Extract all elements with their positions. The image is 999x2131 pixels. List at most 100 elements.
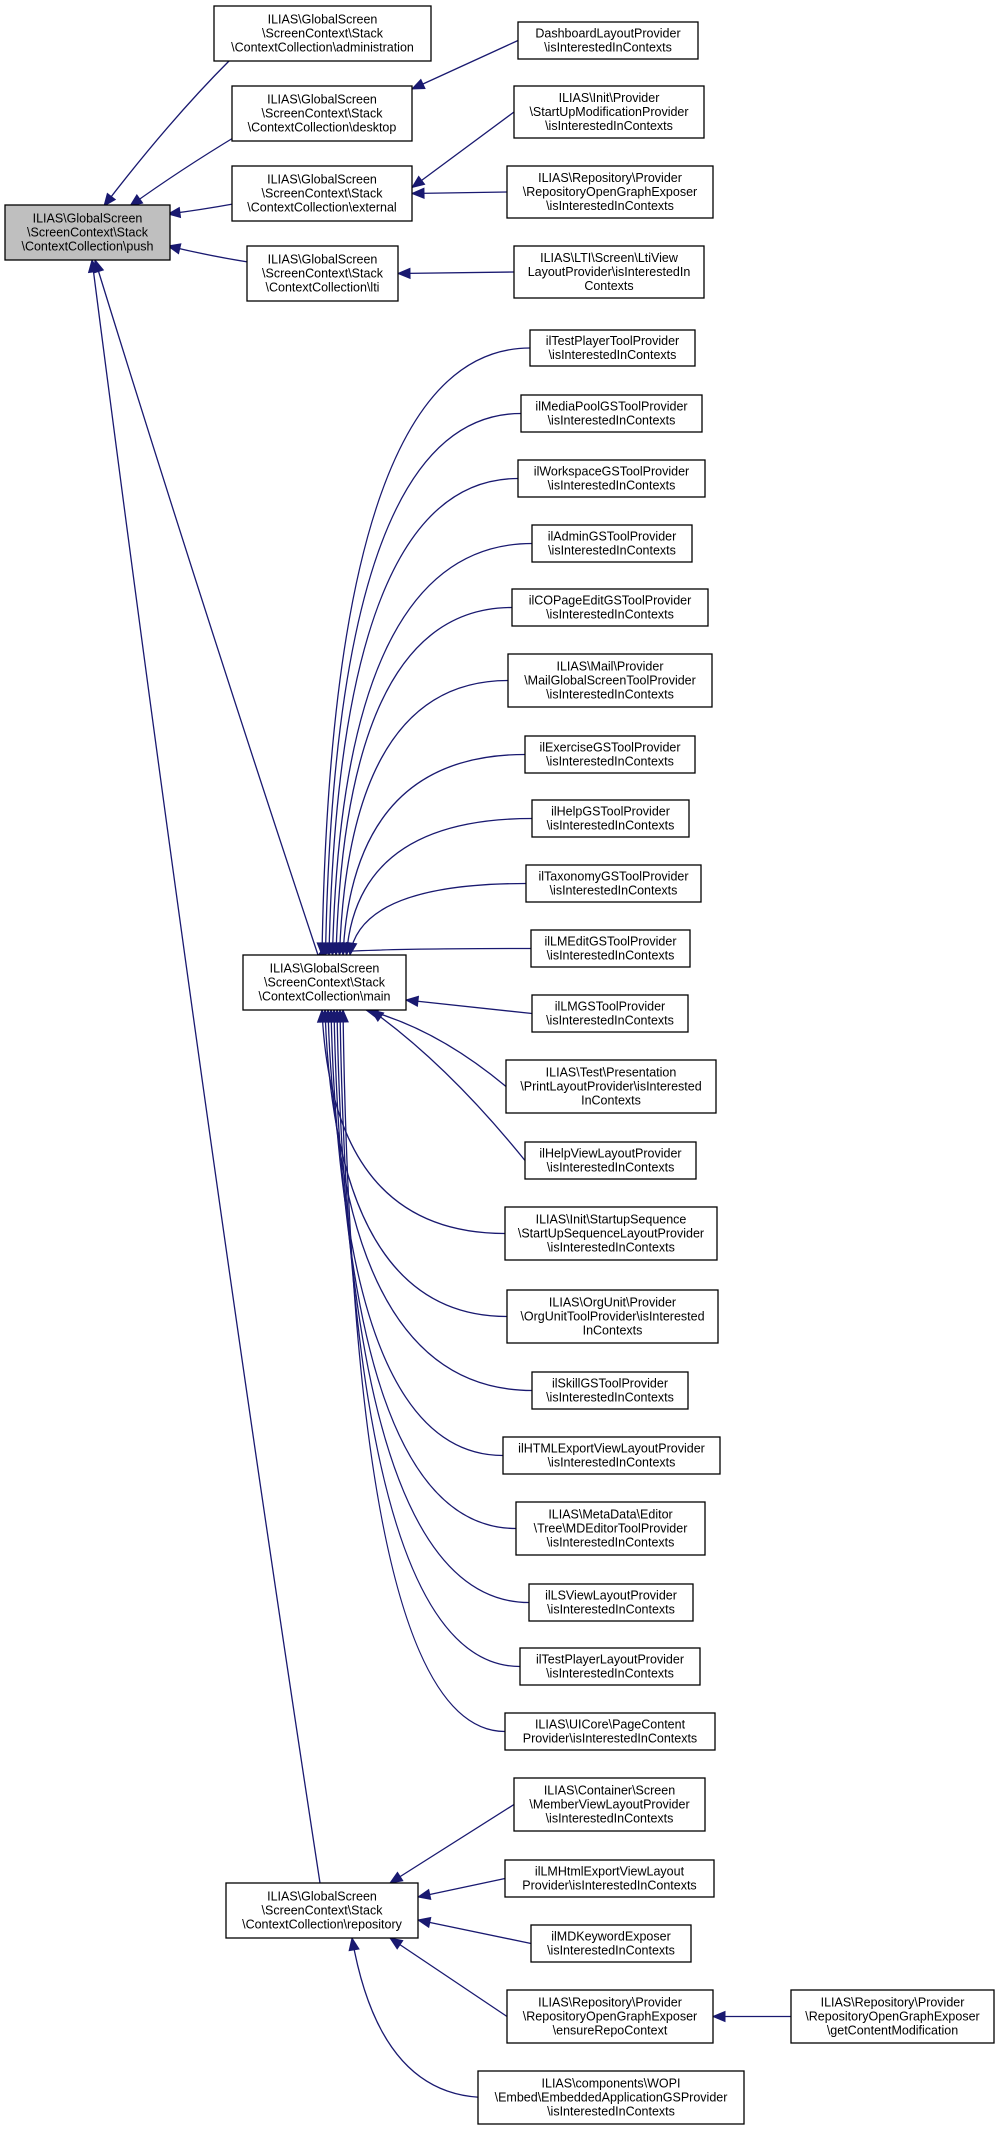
edge-wopi-to-repository-arrowhead	[348, 1936, 360, 1952]
node-label-line: \StartUpModificationProvider	[529, 105, 688, 119]
node-lti[interactable]: ILIAS\GlobalScreen\ScreenContext\Stack\C…	[246, 245, 399, 302]
node-label-line: \ContextCollection\push	[21, 240, 153, 254]
node-startupmod[interactable]: ILIAS\Init\Provider\StartUpModificationP…	[513, 85, 705, 139]
node-repoog2[interactable]: ILIAS\Repository\Provider\RepositoryOpen…	[506, 1989, 714, 2044]
node-mdeditor[interactable]: ILIAS\MetaData\Editor\Tree\MDEditorToolP…	[515, 1501, 706, 1556]
node-label-line: \isInterestedInContexts	[548, 544, 676, 558]
node-workspace[interactable]: ilWorkspaceGSToolProvider\isInterestedIn…	[517, 459, 706, 498]
node-uicore[interactable]: ILIAS\UICore\PageContentProvider\isInter…	[504, 1712, 716, 1751]
node-label-line: ILIAS\GlobalScreen	[268, 253, 378, 267]
node-label-line: DashboardLayoutProvider	[535, 27, 680, 41]
node-box	[524, 735, 696, 774]
node-label-line: ILIAS\components\WOPI	[542, 2077, 681, 2091]
node-mdkeyword[interactable]: ilMDKeywordExposer\isInterestedInContext…	[530, 1924, 692, 1963]
node-administration[interactable]: ILIAS\GlobalScreen\ScreenContext\Stack\C…	[213, 5, 432, 62]
node-testplayerlayout[interactable]: ilTestPlayerLayoutProvider\isInterestedI…	[519, 1647, 701, 1686]
node-box	[225, 1882, 419, 1939]
node-label-line: \isInterestedInContexts	[548, 1456, 676, 1470]
node-label-line: \ScreenContext\Stack	[262, 267, 384, 281]
node-label-line: \isInterestedInContexts	[547, 1603, 675, 1617]
edge-repoog2-to-repository	[389, 1937, 508, 2018]
node-label-line: ILIAS\GlobalScreen	[33, 212, 143, 226]
edge-helpview-to-main	[370, 1009, 526, 1161]
node-label-line: ilWorkspaceGSToolProvider	[534, 465, 689, 479]
edge-startupseq-to-main	[321, 1009, 506, 1235]
node-box	[504, 1859, 715, 1898]
node-box	[530, 929, 691, 968]
node-label-line: \ContextCollection\desktop	[248, 121, 397, 135]
node-push[interactable]: ILIAS\GlobalScreen\ScreenContext\Stack\C…	[4, 204, 171, 261]
node-label-line: \ScreenContext\Stack	[262, 1904, 384, 1918]
edge-mdkeyword-to-repository	[417, 1919, 532, 1945]
node-external[interactable]: ILIAS\GlobalScreen\ScreenContext\Stack\C…	[231, 165, 413, 222]
node-mediapool[interactable]: ilMediaPoolGSToolProvider\isInterestedIn…	[520, 394, 703, 433]
node-label-line: \MailGlobalScreenToolProvider	[524, 674, 696, 688]
node-box	[504, 1712, 716, 1751]
node-label-line: \ensureRepoContext	[553, 2024, 668, 2038]
node-lmedit[interactable]: ilLMEditGSToolProvider\isInterestedInCon…	[530, 929, 691, 968]
node-wopi[interactable]: ILIAS\components\WOPI\Embed\EmbeddedAppl…	[477, 2070, 745, 2125]
node-help[interactable]: ilHelpGSToolProvider\isInterestedInConte…	[531, 799, 690, 838]
node-exercise[interactable]: ilExerciseGSToolProvider\isInterestedInC…	[524, 735, 696, 774]
node-lsview[interactable]: ilLSViewLayoutProvider\isInterestedInCon…	[528, 1583, 694, 1622]
node-label-line: ILIAS\Init\StartupSequence	[536, 1213, 687, 1227]
node-label-line: \MemberViewLayoutProvider	[529, 1798, 689, 1812]
edge-uicore-to-main-arrowhead	[337, 1008, 349, 1023]
node-skill[interactable]: ilSkillGSToolProvider\isInterestedInCont…	[531, 1371, 689, 1410]
edge-dashboard-to-desktop-arrowhead	[410, 78, 426, 90]
edge-uicore-to-main	[342, 1009, 506, 1733]
node-mail[interactable]: ILIAS\Mail\Provider\MailGlobalScreenTool…	[507, 653, 713, 708]
node-box	[504, 1206, 718, 1261]
node-box	[531, 1371, 689, 1410]
edge-testplayerlayout-to-main	[339, 1009, 521, 1668]
node-admin[interactable]: ilAdminGSToolProvider\isInterestedInCont…	[531, 524, 693, 563]
node-htmlexport[interactable]: ilHTMLExportViewLayoutProvider\isInteres…	[502, 1436, 721, 1475]
node-box	[528, 1583, 694, 1622]
node-ltiview[interactable]: ILIAS\LTI\Screen\LtiViewLayoutProvider\i…	[513, 245, 705, 299]
node-label-line: \isInterestedInContexts	[546, 755, 674, 769]
node-label-line: ilMDKeywordExposer	[551, 1930, 670, 1944]
node-box	[529, 329, 696, 367]
node-repoog1[interactable]: ILIAS\Repository\Provider\RepositoryOpen…	[506, 165, 714, 219]
node-label-line: \isInterestedInContexts	[549, 348, 677, 362]
node-label-line: ILIAS\GlobalScreen	[270, 962, 380, 976]
node-label-line: \isInterestedInContexts	[546, 688, 674, 702]
node-orgunit[interactable]: ILIAS\OrgUnit\Provider\OrgUnitToolProvid…	[506, 1289, 719, 1344]
node-repository[interactable]: ILIAS\GlobalScreen\ScreenContext\Stack\C…	[225, 1882, 419, 1939]
node-label-line: \RepositoryOpenGraphExposer	[805, 2010, 979, 2024]
node-box	[231, 85, 413, 142]
node-label-line: ILIAS\Test\Presentation	[546, 1066, 677, 1080]
node-copage[interactable]: ilCOPageEditGSToolProvider\isInterestedI…	[511, 588, 709, 627]
node-main[interactable]: ILIAS\GlobalScreen\ScreenContext\Stack\C…	[242, 954, 407, 1011]
node-getcontent[interactable]: ILIAS\Repository\Provider\RepositoryOpen…	[790, 1989, 995, 2044]
node-box	[517, 459, 706, 498]
edge-help-to-main	[345, 817, 533, 956]
node-lmhtml[interactable]: ilLMHtmlExportViewLayoutProvider\isInter…	[504, 1859, 715, 1898]
node-desktop[interactable]: ILIAS\GlobalScreen\ScreenContext\Stack\C…	[231, 85, 413, 142]
node-box	[531, 994, 689, 1033]
node-memberview[interactable]: ILIAS\Container\Screen\MemberViewLayoutP…	[513, 1777, 706, 1832]
node-label-line: \ScreenContext\Stack	[27, 226, 149, 240]
node-label-line: \ScreenContext\Stack	[262, 107, 384, 121]
node-label-line: ilMediaPoolGSToolProvider	[535, 400, 687, 414]
node-label-line: \ContextCollection\lti	[266, 281, 380, 295]
edge-getcontent-to-repoog2-arrowhead	[711, 2010, 726, 2023]
node-label-line: ilAdminGSToolProvider	[548, 530, 677, 544]
node-label-line: InContexts	[583, 1324, 643, 1338]
node-dashboard[interactable]: DashboardLayoutProvider\isInterestedInCo…	[517, 21, 699, 60]
node-box	[515, 1501, 706, 1556]
node-box	[506, 1289, 719, 1344]
edge-testplayertool-to-main	[321, 347, 531, 956]
node-lmgs[interactable]: ilLMGSToolProvider\isInterestedInContext…	[531, 994, 689, 1033]
node-label-line: \isInterestedInContexts	[547, 1536, 675, 1550]
node-label-line: \RepositoryOpenGraphExposer	[523, 185, 697, 199]
node-testprint[interactable]: ILIAS\Test\Presentation\PrintLayoutProvi…	[505, 1059, 717, 1114]
node-label-line: \ScreenContext\Stack	[262, 27, 384, 41]
node-testplayertool[interactable]: ilTestPlayerToolProvider\isInterestedInC…	[529, 329, 696, 367]
node-helpview[interactable]: ilHelpViewLayoutProvider\isInterestedInC…	[524, 1141, 697, 1180]
edge-mediapool-to-main	[324, 412, 522, 956]
node-label-line: ILIAS\Repository\Provider	[821, 1996, 965, 2010]
node-taxonomy[interactable]: ilTaxonomyGSToolProvider\isInterestedInC…	[525, 864, 702, 903]
node-startupseq[interactable]: ILIAS\Init\StartupSequence\StartUpSequen…	[504, 1206, 718, 1261]
node-label-line: \isInterestedInContexts	[547, 2105, 675, 2119]
